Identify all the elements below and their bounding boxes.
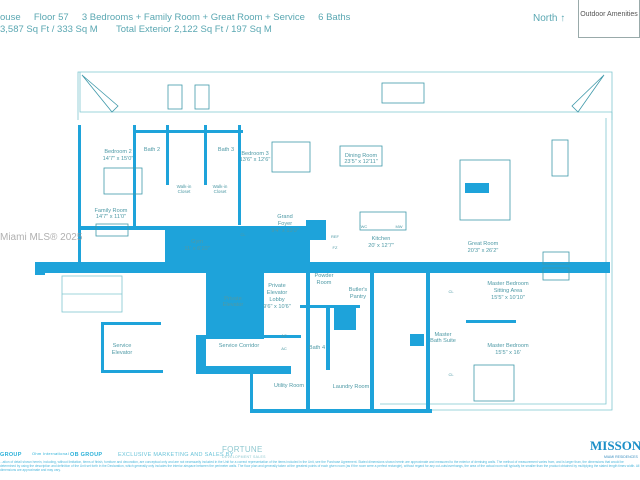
room-labels: Bedroom 2 14'7" x 15'0" Bath 2 Bath 3 Be… (95, 147, 529, 390)
kitchen-island (359, 211, 407, 231)
interior-area: 3,587 Sq Ft / 333 Sq M (0, 24, 98, 35)
label-lobby: Private (268, 283, 285, 289)
master-bed (473, 364, 515, 402)
dim-kitchen: 20' x 12'7" (368, 243, 394, 249)
label-family-room: Family Room (95, 208, 128, 214)
walls (35, 125, 610, 413)
label-sitting-area-b: Sitting Area (494, 288, 523, 294)
header-line-1: ouse Floor 57 3 Bedrooms + Family Room +… (0, 12, 350, 23)
label-sitting-area: Master Bedroom (487, 281, 529, 287)
lounger-4 (542, 267, 570, 281)
label-wc: WC (361, 224, 368, 229)
label-utility-room: Utility Room (274, 383, 304, 389)
label-walkin-2: Walk-in (213, 184, 228, 189)
logo-ohm: Ohm International (32, 451, 69, 456)
dim-sitting-area: 15'5" x 10'10" (491, 295, 525, 301)
bed-2 (103, 167, 143, 195)
label-powder-room-b: Room (317, 280, 332, 286)
lounger-1 (167, 84, 183, 110)
bed-3 (271, 141, 311, 173)
dim-master-bedroom: 15'5" x 16' (495, 350, 521, 356)
label-service-elevator-b: Elevator (112, 350, 133, 356)
label-private-elevator: Private (224, 296, 241, 302)
label-lobby-b: Elevator (267, 290, 288, 296)
dim-grand-foyer: 9'4" x 13'0" (271, 228, 299, 234)
stairs (61, 275, 123, 313)
dim-great-room: 20'3" x 26'2" (468, 248, 499, 254)
label-ac-2: AC (281, 346, 287, 351)
logo-group: GROUP (0, 452, 22, 458)
dim-bedroom-2: 14'7" x 15'0" (103, 156, 134, 162)
label-grand-foyer: Grand (277, 214, 293, 220)
label-grand-foyer-b: Foyer (278, 221, 292, 227)
missoni-sub: MIAMI RESIDENCES (604, 455, 638, 459)
label-kitchen: Kitchen (372, 236, 391, 242)
label-cl-3: CL (448, 372, 454, 377)
dim-gym: 11' x 6'10" (184, 246, 209, 252)
label-dining-room: Dining Room (345, 153, 378, 159)
fortune-logo: FORTUNE (222, 445, 263, 454)
label-cl: CL (240, 232, 246, 237)
label-fz: FZ (333, 245, 338, 250)
label-master-bath-b: Bath Suite (430, 338, 456, 344)
mls-watermark: Miami MLS® 2025 (0, 232, 83, 243)
baths-count: 6 Baths (318, 12, 351, 23)
terrace-table-right (551, 139, 569, 177)
exterior-area: Total Exterior 2,122 Sq Ft / 197 Sq M (116, 24, 272, 35)
label-mw: MW (395, 224, 402, 229)
label-gym: Gym (191, 239, 203, 245)
label-cl-2: CL (448, 289, 454, 294)
sail-left (81, 74, 119, 113)
dim-dining-room: 23'5" x 12'11" (344, 159, 377, 165)
lounger-3 (542, 251, 570, 265)
floor-label: Floor 57 (33, 12, 69, 23)
label-bath-3: Bath 3 (218, 147, 234, 153)
dining-table (339, 145, 383, 167)
label-master-bedroom: Master Bedroom (487, 343, 529, 349)
family-sofa (95, 223, 129, 237)
terrace-outline (77, 71, 613, 411)
furniture (95, 82, 570, 402)
label-master-bath: Master (434, 332, 451, 338)
rooms-summary: 3 Bedrooms + Family Room + Great Room + … (81, 12, 305, 23)
label-ref: REF (331, 234, 340, 239)
dim-bedroom-3: 13'6" x 12'6" (240, 157, 271, 163)
dim-family-room: 14'7" x 11'0" (96, 214, 126, 220)
label-powder-room: Powder (315, 273, 334, 279)
label-bedroom-3: Bedroom 3 (241, 151, 268, 157)
label-walkin-1: Walk-in (177, 184, 192, 189)
label-great-room: Great Room (468, 241, 499, 247)
label-laundry-room: Laundry Room (333, 384, 370, 390)
north-indicator: North ↑ (533, 13, 566, 24)
disclaimer: ...ation of detail shown herein, includi… (0, 460, 640, 472)
sail-right (571, 74, 605, 113)
label-butlers-pantry: Butler's (349, 287, 368, 293)
label-lobby-c: Lobby (269, 297, 284, 303)
residence-name: ouse (0, 12, 21, 23)
label-butlers-pantry-b: Pantry (350, 294, 366, 300)
label-bedroom-2: Bedroom 2 (104, 149, 131, 155)
header-line-2: 3,587 Sq Ft / 333 Sq M Total Exterior 2,… (0, 24, 272, 35)
lounger-2 (194, 84, 210, 110)
label-service-corridor: Service Corridor (219, 343, 260, 349)
sofa-area (459, 159, 511, 221)
label-walkin-2b: Closet (214, 189, 228, 194)
fortune-sub: DEVELOPMENT SALES (222, 455, 266, 459)
label-bath-4: Bath 4 (309, 345, 325, 351)
missoni-logo: MISSONI (590, 438, 640, 453)
label-bath-2: Bath 2 (144, 147, 160, 153)
marketing-text: EXCLUSIVE MARKETING AND SALES BY (118, 452, 234, 458)
dim-lobby: 9'6" x 10'6" (263, 304, 291, 310)
terrace-dining-table (381, 82, 425, 104)
label-ac: AC (281, 333, 287, 338)
label-private-elevator-b: Elevator (223, 302, 244, 308)
label-service-elevator: Service (113, 343, 132, 349)
label-walkin-1b: Closet (178, 189, 192, 194)
logo-ob-group: OB GROUP (70, 452, 103, 458)
